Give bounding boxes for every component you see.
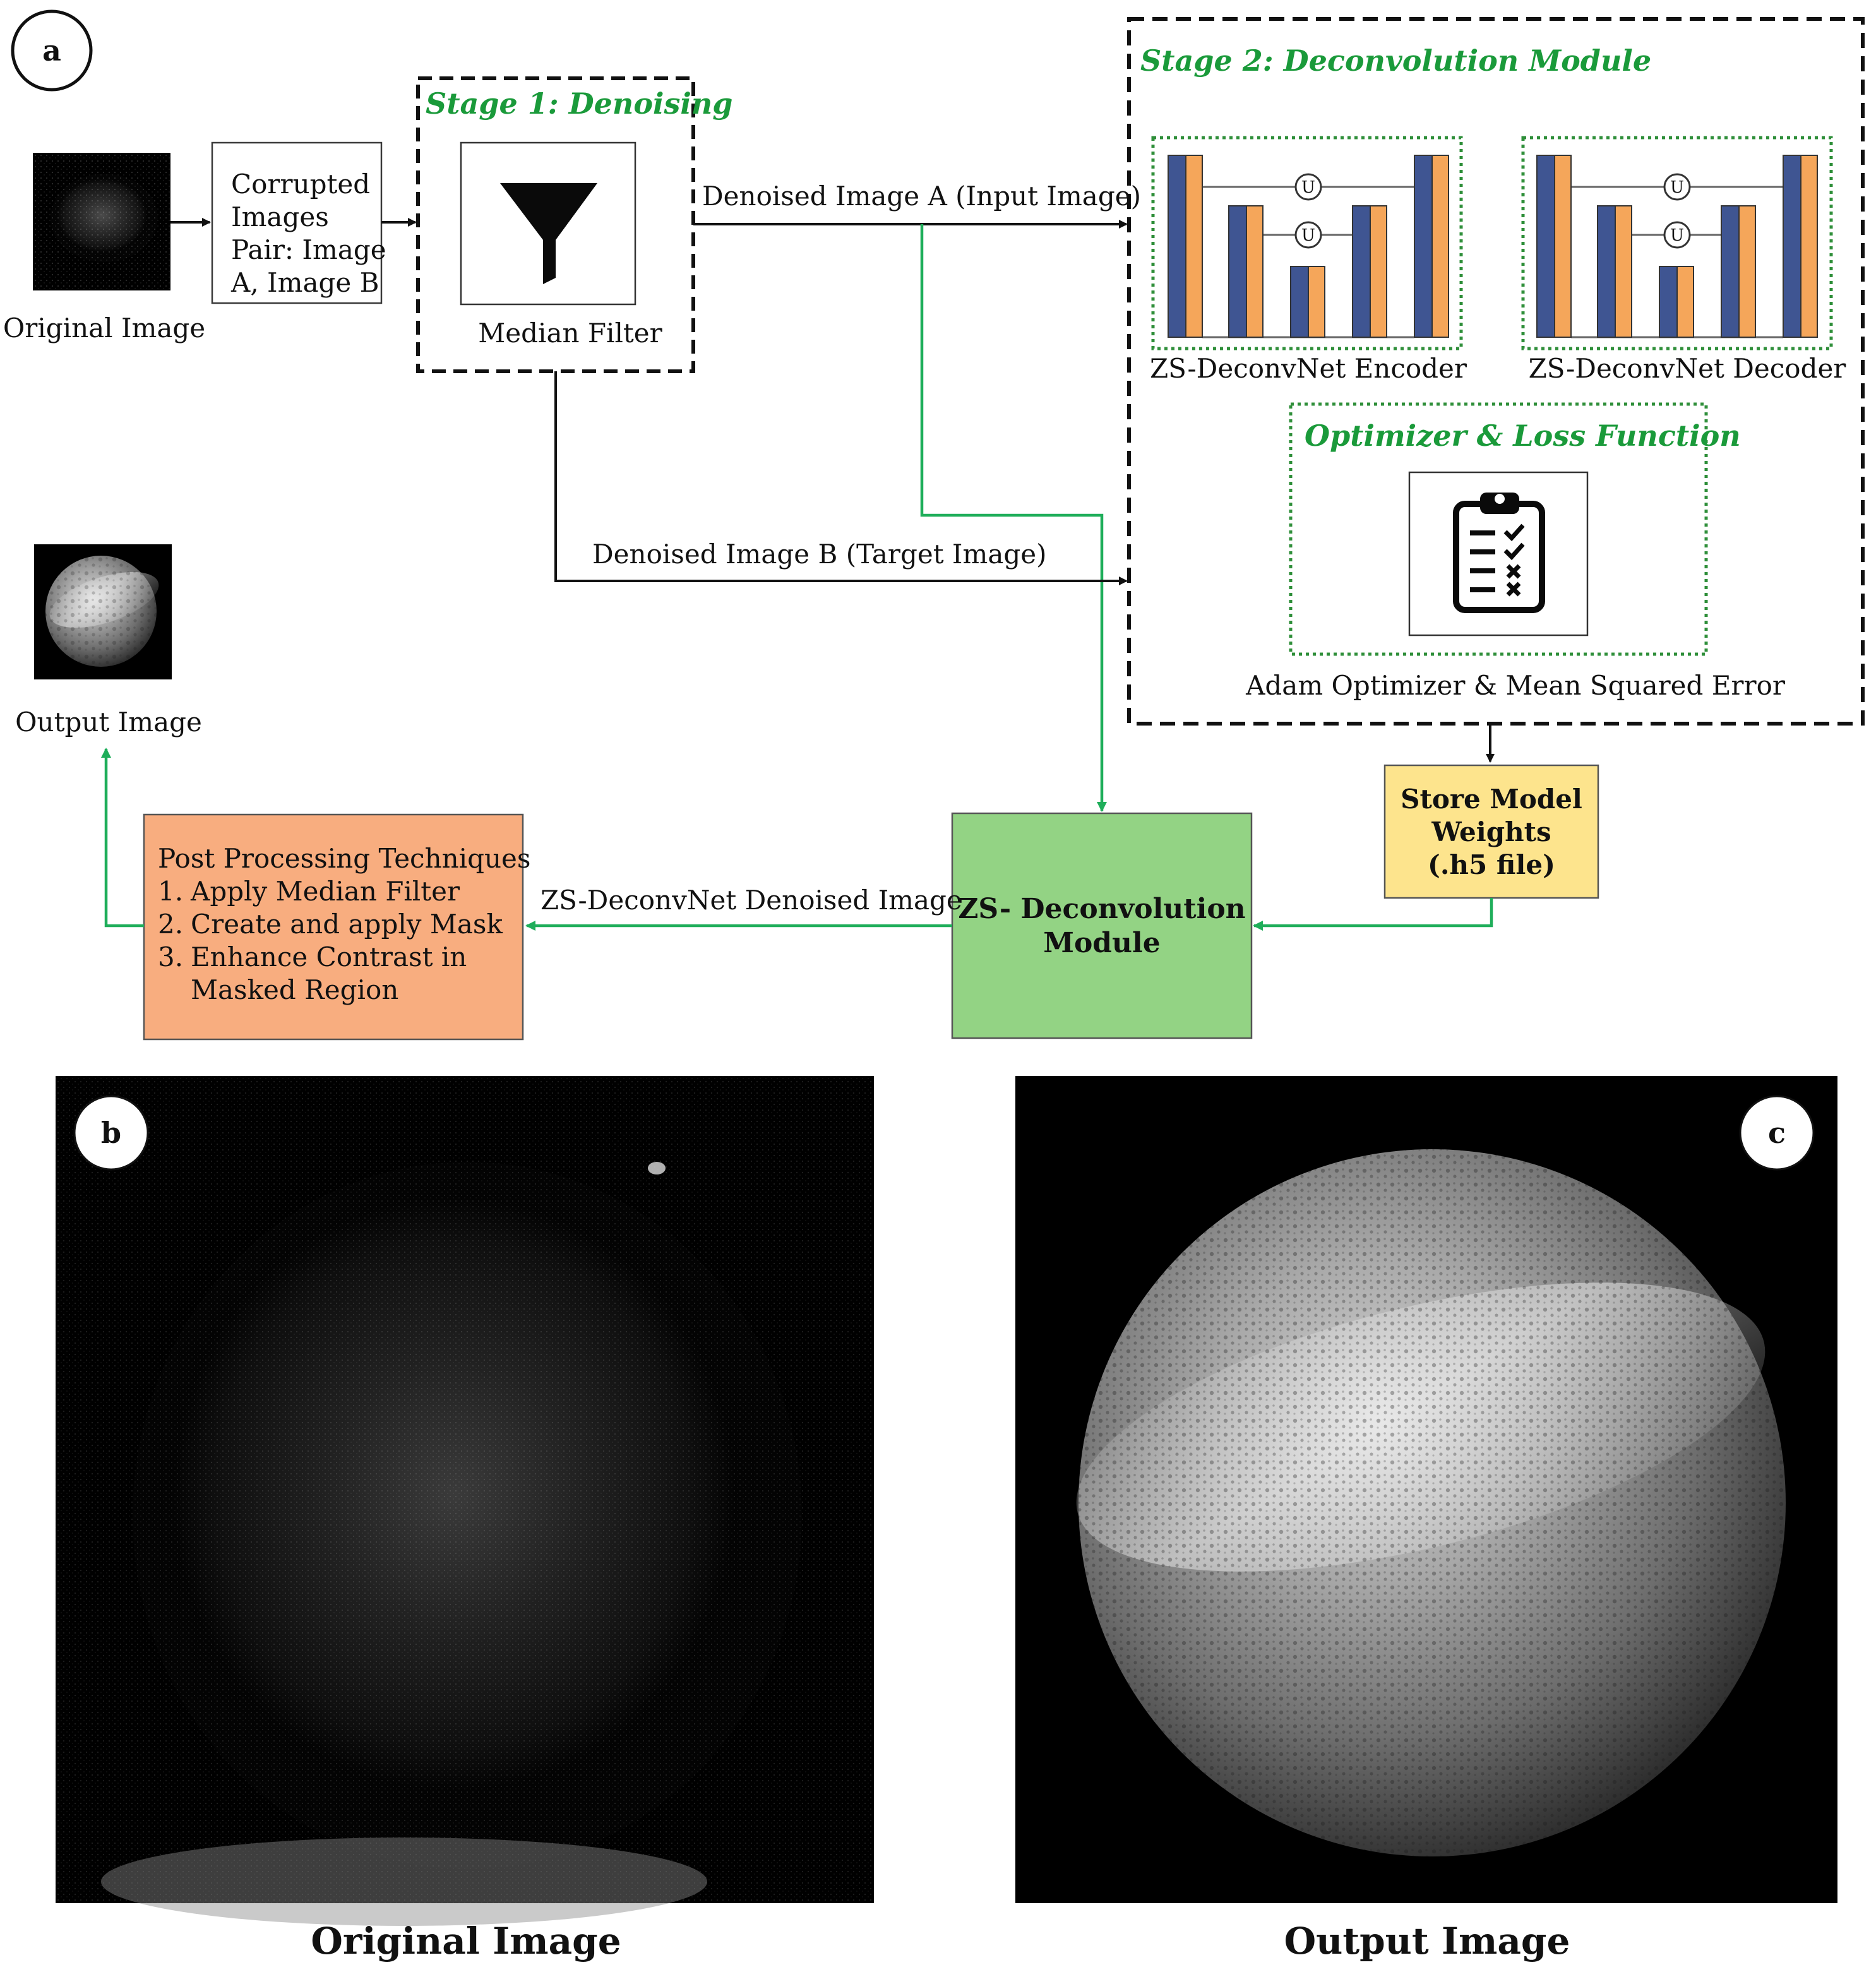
stage2-title: Stage 2: Deconvolution Module	[1140, 44, 1651, 78]
original-image-caption: Original Image	[311, 1920, 621, 1963]
unet-bar-orange	[1185, 155, 1203, 338]
zs-module-line-1: ZS- Deconvolution	[958, 893, 1245, 925]
store-weights-box	[1383, 764, 1599, 899]
store-weights-line-1: Store Model	[1401, 784, 1582, 815]
arrow-denoised-b	[554, 371, 1128, 585]
arrow-weights-to-zs-module	[1253, 898, 1493, 931]
denoised-a-label: Denoised Image A (Input Image)	[702, 181, 1141, 212]
optimizer-caption: Adam Optimizer & Mean Squared Error	[1245, 670, 1786, 701]
store-weights-line-2: Weights	[1431, 816, 1551, 847]
unet-bar-orange	[1676, 266, 1694, 338]
encoder-unet-diagram: UU	[1168, 155, 1449, 338]
post-step-3-num: 3.	[158, 941, 183, 972]
unet-union-node	[1663, 221, 1691, 249]
unet-bar-orange	[1431, 155, 1449, 338]
panel-b: b Original Image	[56, 1076, 874, 1963]
unet-bar-blue	[1721, 205, 1740, 338]
funnel-icon	[500, 183, 597, 284]
unet-union-node	[1294, 173, 1322, 201]
unet-bar-blue	[1352, 205, 1371, 338]
post-processing-box	[143, 813, 524, 1041]
unet-union-symbol: U	[1670, 178, 1684, 197]
panel-a: a Original Image Corrupted Images Pair: …	[3, 9, 1865, 1041]
unet-bar-blue	[1783, 155, 1801, 338]
panel-c: c Output Image	[1015, 1076, 1837, 1963]
post-processing-title: Post Processing Techniques	[158, 843, 530, 874]
decoder-unet-diagram: UU	[1536, 155, 1818, 338]
arrow-post-to-output	[101, 748, 144, 928]
output-image-label: Output Image	[15, 707, 202, 738]
corrupted-pair-line-4: A, Image B	[230, 267, 379, 298]
unet-union-symbol: U	[1301, 178, 1315, 197]
decoder-label: ZS-DeconvNet Decoder	[1529, 353, 1847, 384]
post-step-2-text: Create and apply Mask	[191, 909, 503, 940]
post-step-1-num: 1.	[158, 876, 183, 907]
unet-bar-orange	[1246, 205, 1264, 338]
original-image-label: Original Image	[3, 313, 205, 344]
zs-module-line-2: Module	[1043, 927, 1161, 959]
clipboard-checklist-icon	[1453, 493, 1545, 613]
unet-union-symbol: U	[1670, 226, 1684, 245]
corrupted-pair-line-3: Pair: Image	[231, 234, 386, 265]
unet-union-symbol: U	[1301, 226, 1315, 245]
corrupted-pair-box	[211, 141, 383, 304]
unet-bar-orange	[1308, 266, 1325, 338]
corrupted-pair-line-2: Images	[231, 201, 329, 232]
unet-bar-orange	[1554, 155, 1572, 338]
unet-bar-orange	[1800, 155, 1818, 338]
original-thumbnail	[33, 153, 170, 290]
unet-bar-orange	[1738, 205, 1756, 338]
unet-bar-blue	[1536, 155, 1555, 338]
unet-bar-blue	[1597, 205, 1616, 338]
encoder-box	[1151, 136, 1463, 350]
median-filter-label: Median Filter	[478, 318, 662, 349]
output-thumbnail	[34, 544, 172, 679]
unet-union-node	[1663, 173, 1691, 201]
post-step-2-num: 2.	[158, 909, 183, 940]
post-step-3-text: Enhance Contrast in	[191, 941, 467, 972]
panel-b-label: b	[101, 1116, 121, 1150]
output-image-caption: Output Image	[1284, 1920, 1570, 1963]
post-step-1-text: Apply Median Filter	[190, 876, 460, 907]
unet-bar-blue	[1228, 205, 1247, 338]
panel-a-label: a	[42, 33, 61, 68]
unet-bar-blue	[1290, 266, 1309, 338]
unet-bar-orange	[1370, 205, 1387, 338]
zs-module-box	[951, 812, 1253, 1039]
store-weights-line-3: (.h5 file)	[1428, 849, 1555, 880]
stage2-box	[1127, 17, 1865, 726]
panel-b-badge	[73, 1095, 149, 1171]
unet-bar-blue	[1414, 155, 1433, 338]
stage1-title: Stage 1: Denoising	[426, 87, 732, 121]
encoder-label: ZS-DeconvNet Encoder	[1150, 353, 1467, 384]
panel-a-badge	[11, 9, 93, 92]
panel-c-label: c	[1768, 1116, 1786, 1150]
post-step-4-text: Masked Region	[191, 974, 398, 1005]
unet-bar-orange	[1615, 205, 1632, 338]
unet-union-node	[1294, 221, 1322, 249]
zs-denoised-label: ZS-DeconvNet Denoised Image	[541, 885, 962, 916]
optimizer-title: Optimizer & Loss Function	[1305, 419, 1741, 453]
denoised-b-label: Denoised Image B (Target Image)	[592, 539, 1047, 570]
unet-bar-blue	[1168, 155, 1186, 338]
panel-c-badge	[1739, 1095, 1815, 1171]
decoder-box	[1521, 136, 1833, 350]
arrow-denoised-a-to-zs-module	[920, 224, 1107, 812]
corrupted-pair-line-1: Corrupted	[231, 169, 370, 200]
unet-bar-blue	[1659, 266, 1678, 338]
